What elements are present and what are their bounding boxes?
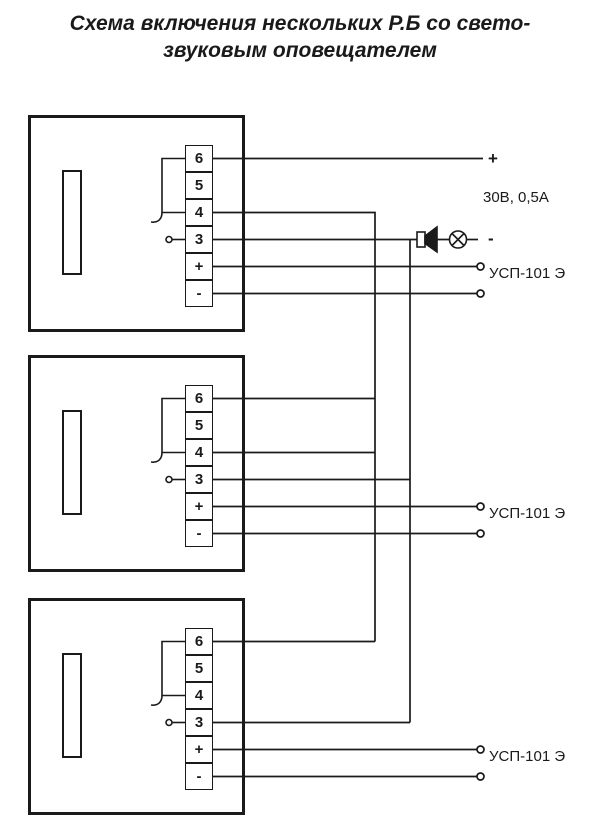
block2-terminal-3: 3 (185, 466, 213, 493)
block3-terminal-4: 4 (185, 682, 213, 709)
terminal-circle (476, 262, 485, 271)
device-block-1-slot (62, 170, 82, 275)
open-terminals (476, 262, 485, 781)
diagram-title: Схема включения нескольких Р.Б со свето-… (0, 10, 600, 65)
contact-point (165, 475, 173, 484)
terminal-circle (476, 502, 485, 511)
block2-terminal-plus: + (185, 493, 213, 520)
usp-device-label-1: УСП-101 Э (489, 265, 566, 282)
terminal-circle (476, 772, 485, 781)
sounder-body (416, 231, 426, 248)
supply-minus-label: - (488, 229, 494, 248)
block3-terminal-3: 3 (185, 709, 213, 736)
block1-terminal-minus: - (185, 280, 213, 307)
sounder-icon (416, 225, 438, 254)
block2-terminal-4: 4 (185, 439, 213, 466)
contact-hook (150, 695, 163, 706)
lamp-icon (448, 230, 468, 249)
terminal-circle (476, 745, 485, 754)
block1-terminal-5: 5 (185, 172, 213, 199)
contact-hook (150, 452, 163, 463)
device-block-3-slot (62, 653, 82, 758)
block3-terminal-minus: - (185, 763, 213, 790)
device-block-2-slot (62, 410, 82, 515)
contact-jumper (161, 397, 186, 454)
supply-voltage-label: 30В, 0,5А (483, 189, 549, 206)
block3-terminal-6: 6 (185, 628, 213, 655)
contact-hook (150, 212, 163, 223)
sounder-cone (424, 225, 438, 254)
block2-terminal-5: 5 (185, 412, 213, 439)
block1-terminal-6: 6 (185, 145, 213, 172)
block3-terminal-5: 5 (185, 655, 213, 682)
contact-jumper (161, 640, 186, 697)
usp-device-label-2: УСП-101 Э (489, 505, 566, 522)
diagram-title-line2: звуковым оповещателем (163, 39, 437, 63)
block3-relay-contact (150, 640, 186, 727)
block1-relay-contact (150, 157, 186, 244)
terminal-circle (476, 289, 485, 298)
supply-plus-label: + (488, 149, 498, 168)
block1-terminal-plus: + (185, 253, 213, 280)
contact-point (165, 235, 173, 244)
block2-terminal-6: 6 (185, 385, 213, 412)
wires (211, 157, 483, 778)
diagram-title-line1: Схема включения нескольких Р.Б со свето- (69, 12, 531, 35)
block2-relay-contact (150, 397, 186, 484)
block3-terminal-plus: + (185, 736, 213, 763)
terminal-circle (476, 529, 485, 538)
block2-terminal-minus: - (185, 520, 213, 547)
contact-point (165, 718, 173, 727)
usp-device-label-3: УСП-101 Э (489, 748, 566, 765)
block1-terminal-3: 3 (185, 226, 213, 253)
wire-chain-bus (211, 211, 376, 642)
contact-jumper (161, 157, 186, 214)
lamp-cross (451, 232, 465, 247)
block1-terminal-4: 4 (185, 199, 213, 226)
